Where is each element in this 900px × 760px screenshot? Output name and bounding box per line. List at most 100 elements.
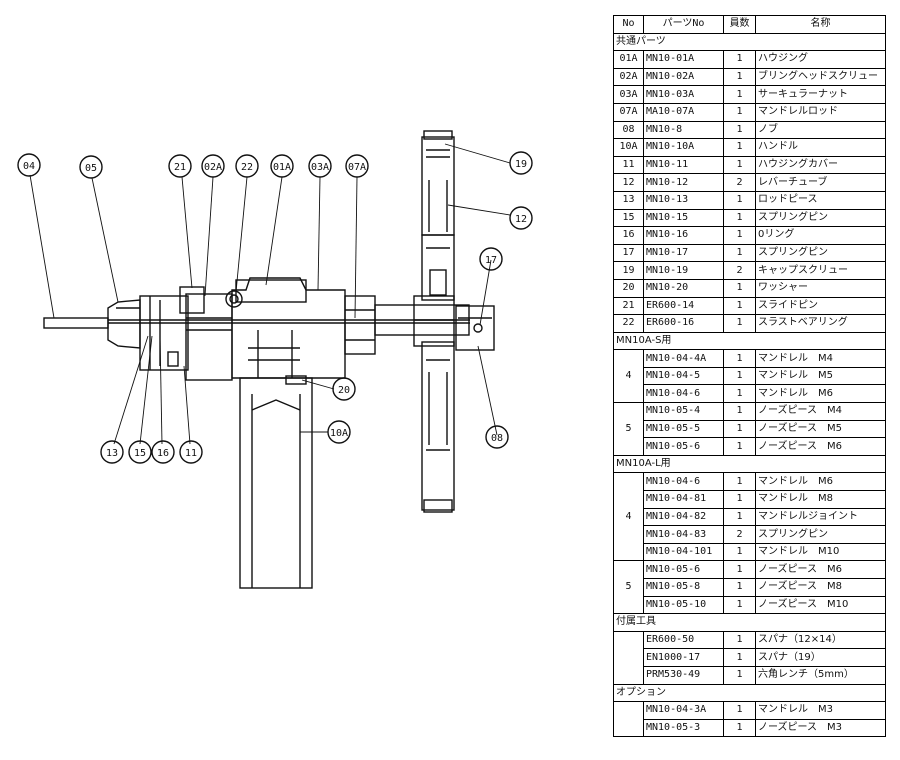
cell-qty: 1: [723, 595, 756, 615]
cell-part-no: EN1000-17: [643, 648, 724, 667]
header-part-no: パーツNo: [643, 15, 724, 34]
callout-label: 13: [106, 448, 118, 459]
cell-part-no: MN10-17: [643, 243, 724, 263]
callout-label: 16: [157, 448, 169, 459]
handle-block: [374, 295, 470, 347]
washer: [285, 375, 307, 385]
cell-name: キャップスクリュー: [755, 261, 886, 280]
cell-qty: 1: [723, 402, 756, 421]
cell-name: ノーズピース M8: [755, 578, 886, 597]
cell-name: マンドレル M10: [755, 542, 886, 562]
cell-part-no: MN10-15: [643, 208, 724, 228]
callout-label: 22: [241, 162, 253, 173]
header-name: 名称: [755, 15, 886, 34]
cell-name: ノーズピース M5: [755, 419, 886, 439]
cell-qty: 1: [723, 155, 756, 175]
cell-name: ノーズピース M10: [755, 595, 886, 615]
cell-part-no: MN10-04-5: [643, 366, 724, 386]
callout-label: 15: [134, 448, 146, 459]
cell-part-no: MN10-04-101: [643, 542, 724, 562]
cell-qty: 1: [723, 578, 756, 597]
cell-group-no: 5: [613, 402, 644, 456]
cell-qty: 1: [723, 490, 756, 509]
cell-qty: 1: [723, 278, 756, 298]
callout-label: 02A: [204, 162, 222, 173]
cell-qty: 1: [723, 718, 756, 738]
cell-part-no: MN10-19: [643, 261, 724, 280]
callout-label: 10A: [330, 428, 348, 439]
cell-no: 03A: [613, 85, 644, 104]
callout-05: 05: [79, 155, 103, 179]
section-row: MN10A-S用: [613, 331, 886, 351]
cell-part-no: MN10-12: [643, 173, 724, 192]
cell-name: スプリングピン: [755, 208, 886, 228]
cell-qty: 1: [723, 138, 756, 157]
circular-nut: [344, 295, 376, 355]
callout-15: 15: [128, 440, 152, 464]
cell-name: スプリングピン: [755, 525, 886, 544]
cell-name: スライドピン: [755, 296, 886, 316]
cell-part-no: MN10-01A: [643, 50, 724, 69]
cell-part-no: MN10-04-4A: [643, 349, 724, 368]
cell-no: 12: [613, 173, 644, 192]
cell-name: スパナ（19）: [755, 648, 886, 667]
section-row: オプション: [613, 683, 886, 703]
cell-qty: 2: [723, 173, 756, 192]
cell-qty: 2: [723, 525, 756, 544]
callout-21: 21: [168, 154, 192, 178]
header-no: No: [613, 15, 644, 34]
cell-qty: 1: [723, 472, 756, 492]
callout-label: 21: [174, 162, 186, 173]
callout-16: 16: [151, 440, 175, 464]
callout-22: 22: [235, 154, 259, 178]
cell-part-no: MN10-16: [643, 226, 724, 245]
cell-part-no: MN10-04-6: [643, 384, 724, 404]
section-title: 付属工具: [613, 613, 886, 632]
section-row: 共通パーツ: [613, 32, 886, 52]
knob: [455, 305, 495, 351]
cell-group-no: 4: [613, 472, 644, 562]
cell-part-no: ER600-16: [643, 314, 724, 333]
cell-part-no: MN10-04-3A: [643, 701, 724, 720]
cell-part-no: MN10-03A: [643, 85, 724, 104]
cell-name: マンドレルジョイント: [755, 507, 886, 527]
callout-label: 07A: [348, 162, 366, 173]
cell-no: 08: [613, 120, 644, 140]
callout-07A: 07A: [345, 154, 369, 178]
section-title: MN10A-S用: [613, 331, 886, 351]
cell-qty: 1: [723, 560, 756, 579]
cell-name: スパナ（12×14）: [755, 630, 886, 650]
header-qty: 員数: [723, 15, 756, 34]
cell-qty: 1: [723, 296, 756, 316]
housing-cover: [139, 295, 189, 371]
cell-qty: 2: [723, 261, 756, 280]
cell-name: スプリングピン: [755, 243, 886, 263]
cell-qty: 1: [723, 314, 756, 333]
cell-no: 17: [613, 243, 644, 263]
callout-20: 20: [332, 377, 356, 401]
callout-label: 12: [515, 214, 527, 225]
callout-12: 12: [509, 206, 533, 230]
cell-no: 22: [613, 314, 644, 333]
callout-label: 19: [515, 159, 527, 170]
callout-13: 13: [100, 440, 124, 464]
cell-qty: 1: [723, 67, 756, 87]
cell-part-no: MN10-11: [643, 155, 724, 175]
callout-label: 03A: [311, 162, 329, 173]
cell-part-no: MN10-04-83: [643, 525, 724, 544]
callout-label: 04: [23, 161, 35, 172]
cell-group-no: [613, 630, 644, 685]
lever-tube-middle: [421, 234, 455, 301]
cell-name: ノブ: [755, 120, 886, 140]
lever-tube-upper: [421, 130, 455, 236]
callout-label: 08: [491, 433, 503, 444]
